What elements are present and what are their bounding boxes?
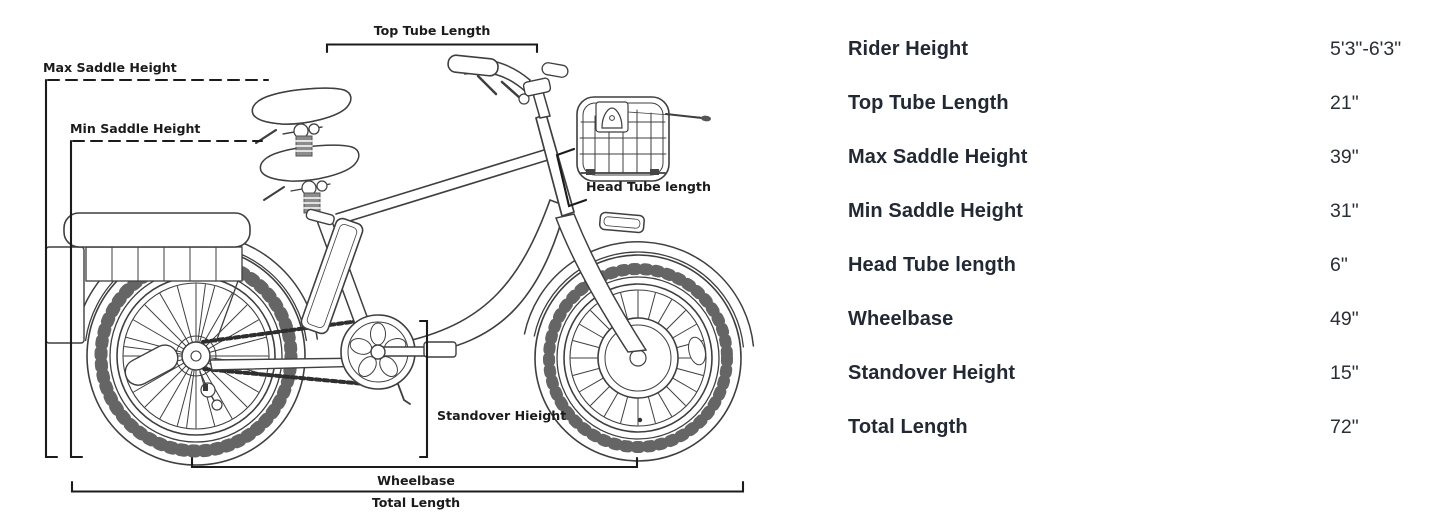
spec-table: Rider Height 5'3"-6'3" Top Tube Length 2… (848, 22, 1423, 454)
head-tube-bracket (555, 147, 588, 208)
min-saddle-label: Min Saddle Height (70, 121, 200, 136)
down-tube (406, 198, 567, 356)
spec-row-wheelbase: Wheelbase 49" (848, 292, 1423, 346)
max-saddle-vertical (44, 78, 59, 459)
spec-row-head-tube-length: Head Tube length 6" (848, 238, 1423, 292)
standover-label: Standover Hieight (437, 408, 566, 423)
spec-label: Top Tube Length (848, 91, 1009, 114)
bell (518, 93, 530, 105)
hub-motor (597, 317, 679, 399)
max-saddle-label: Max Saddle Height (43, 60, 177, 75)
min-saddle-vertical (69, 139, 84, 459)
chain (200, 317, 378, 387)
spec-value: 49" (1330, 307, 1359, 330)
front-fender (523, 241, 755, 352)
dimension-lines (44, 43, 745, 493)
grip (447, 54, 499, 77)
spec-value: 21" (1330, 91, 1359, 114)
total-length-bracket (70, 480, 745, 493)
fork (554, 213, 648, 353)
front-basket (576, 96, 711, 182)
basket-logo-plate (595, 101, 629, 133)
derailleur (199, 371, 223, 411)
spec-row-max-saddle-height: Max Saddle Height 39" (848, 130, 1423, 184)
spec-label: Rider Height (848, 37, 969, 60)
standover-bracket (418, 319, 429, 459)
top-tube-bracket (325, 43, 539, 54)
basket-rod (665, 113, 703, 119)
spec-row-rider-height: Rider Height 5'3"-6'3" (848, 22, 1423, 76)
chainring (340, 314, 457, 390)
spec-row-total-length: Total Length 72" (848, 400, 1423, 454)
head-tube-label: Head Tube length (586, 179, 711, 194)
rear-rack (45, 212, 251, 344)
handlebar (447, 54, 569, 119)
spec-row-standover-height: Standover Height 15" (848, 346, 1423, 400)
spec-row-min-saddle-height: Min Saddle Height 31" (848, 184, 1423, 238)
spec-label: Total Length (848, 415, 968, 438)
spec-value: 39" (1330, 145, 1359, 168)
spec-value: 72" (1330, 415, 1359, 438)
battery (300, 217, 364, 335)
headlight (598, 211, 645, 234)
wheelbase-bracket (190, 456, 639, 469)
spec-label: Min Saddle Height (848, 199, 1024, 222)
pedal (423, 341, 457, 358)
rear-motor (124, 344, 179, 386)
front-wheel (534, 254, 742, 462)
trike-diagram: Top Tube Length Max Saddle Height Min Sa… (43, 23, 755, 510)
total-length-label: Total Length (372, 495, 460, 510)
spec-value: 31" (1330, 199, 1359, 222)
spec-row-top-tube-length: Top Tube Length 21" (848, 76, 1423, 130)
spec-value: 15" (1330, 361, 1359, 384)
wheelbase-label: Wheelbase (377, 473, 455, 488)
spec-label: Max Saddle Height (848, 145, 1028, 168)
spec-label: Wheelbase (848, 307, 954, 330)
spec-label: Head Tube length (848, 253, 1016, 276)
top-tube-label: Top Tube Length (374, 23, 491, 38)
spec-value: 6" (1330, 253, 1348, 276)
spec-label: Standover Height (848, 361, 1016, 384)
spec-value: 5'3"-6'3" (1330, 37, 1402, 60)
saddle-min (259, 144, 360, 226)
rack-platform (63, 212, 251, 248)
